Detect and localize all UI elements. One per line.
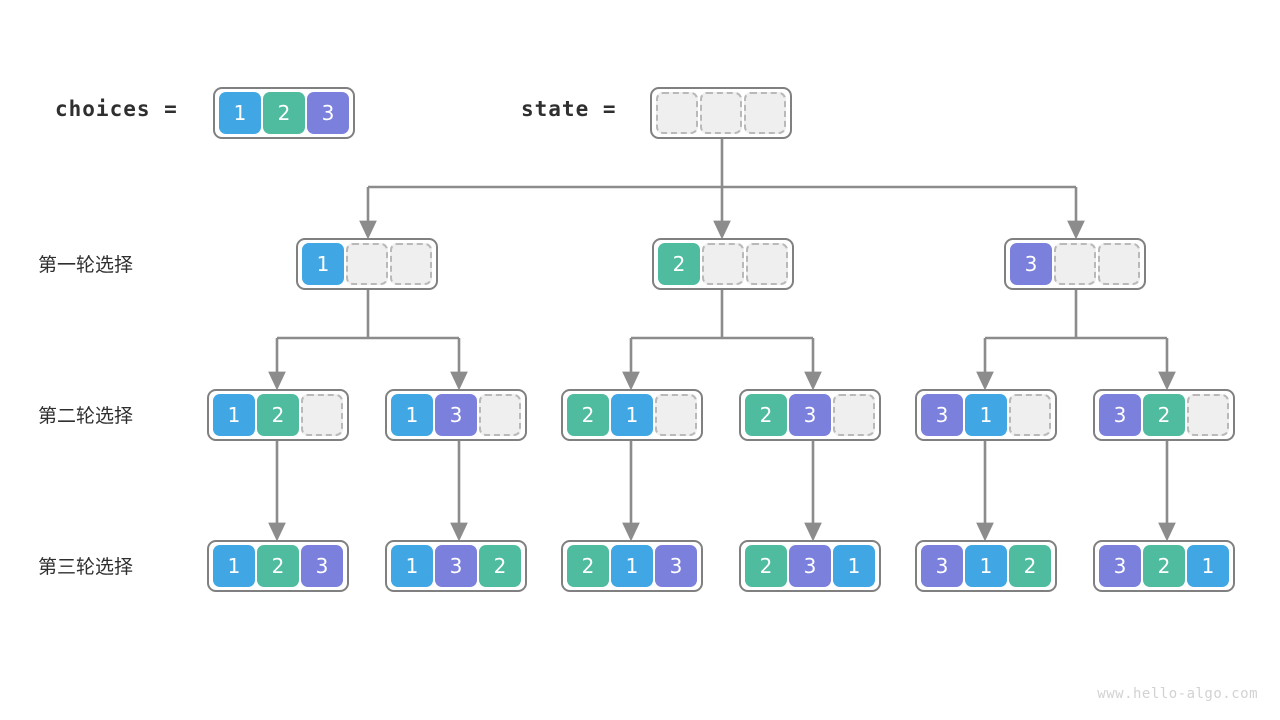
r2c2-cell-empty-2 [479, 394, 521, 436]
r2c4-cell-0: 2 [745, 394, 787, 436]
r2c4-cell-1: 3 [789, 394, 831, 436]
state-node-r1-c1: 1 [296, 238, 438, 290]
state-cell-empty-1 [700, 92, 742, 134]
watermark: www.hello-algo.com [1097, 686, 1258, 702]
row-label-round-3: 第三轮选择 [38, 556, 134, 578]
state-label: state = [521, 97, 617, 121]
r3c1-cell-0: 1 [213, 545, 255, 587]
choices-label: choices = [55, 97, 178, 121]
r2c2-cell-0: 1 [391, 394, 433, 436]
state-node-r1-c2: 2 [652, 238, 794, 290]
state-cell-empty-2 [744, 92, 786, 134]
r2c6-cell-0: 3 [1099, 394, 1141, 436]
state-node-r1-c3: 3 [1004, 238, 1146, 290]
row-label-round-1: 第一轮选择 [38, 254, 134, 276]
r1c1-cell-empty-1 [346, 243, 388, 285]
r3c3-cell-0: 2 [567, 545, 609, 587]
r3c3-cell-1: 1 [611, 545, 653, 587]
r2c6-cell-1: 2 [1143, 394, 1185, 436]
r2c4-cell-empty-2 [833, 394, 875, 436]
r1c3-cell-0: 3 [1010, 243, 1052, 285]
r3c2-cell-0: 1 [391, 545, 433, 587]
r3c5-cell-1: 1 [965, 545, 1007, 587]
r2c5-cell-empty-2 [1009, 394, 1051, 436]
r1c1-cell-0: 1 [302, 243, 344, 285]
r3c4-cell-0: 2 [745, 545, 787, 587]
r3c6-cell-1: 2 [1143, 545, 1185, 587]
r2c3-cell-0: 2 [567, 394, 609, 436]
choices-cell-0: 1 [219, 92, 261, 134]
r2c1-cell-1: 2 [257, 394, 299, 436]
r3c6-cell-0: 3 [1099, 545, 1141, 587]
r1c2-cell-empty-1 [702, 243, 744, 285]
r1c2-cell-0: 2 [658, 243, 700, 285]
r3c3-cell-2: 3 [655, 545, 697, 587]
r1c2-cell-empty-2 [746, 243, 788, 285]
r2c1-cell-0: 1 [213, 394, 255, 436]
r2c2-cell-1: 3 [435, 394, 477, 436]
r1c1-cell-empty-2 [390, 243, 432, 285]
r3c1-cell-1: 2 [257, 545, 299, 587]
choices-cell-2: 3 [307, 92, 349, 134]
r3c6-cell-2: 1 [1187, 545, 1229, 587]
state-cell-empty-0 [656, 92, 698, 134]
r3c4-cell-2: 1 [833, 545, 875, 587]
r2c5-cell-1: 1 [965, 394, 1007, 436]
r3c1-cell-2: 3 [301, 545, 343, 587]
r2c1-cell-empty-2 [301, 394, 343, 436]
row-label-round-2: 第二轮选择 [38, 405, 134, 427]
r2c3-cell-1: 1 [611, 394, 653, 436]
r2c6-cell-empty-2 [1187, 394, 1229, 436]
r3c5-cell-0: 3 [921, 545, 963, 587]
r3c4-cell-1: 3 [789, 545, 831, 587]
r3c2-cell-1: 3 [435, 545, 477, 587]
r3c2-cell-2: 2 [479, 545, 521, 587]
r2c3-cell-empty-2 [655, 394, 697, 436]
choices-cell-1: 2 [263, 92, 305, 134]
state-array [650, 87, 792, 139]
r1c3-cell-empty-1 [1054, 243, 1096, 285]
r1c3-cell-empty-2 [1098, 243, 1140, 285]
r3c5-cell-2: 2 [1009, 545, 1051, 587]
r2c5-cell-0: 3 [921, 394, 963, 436]
